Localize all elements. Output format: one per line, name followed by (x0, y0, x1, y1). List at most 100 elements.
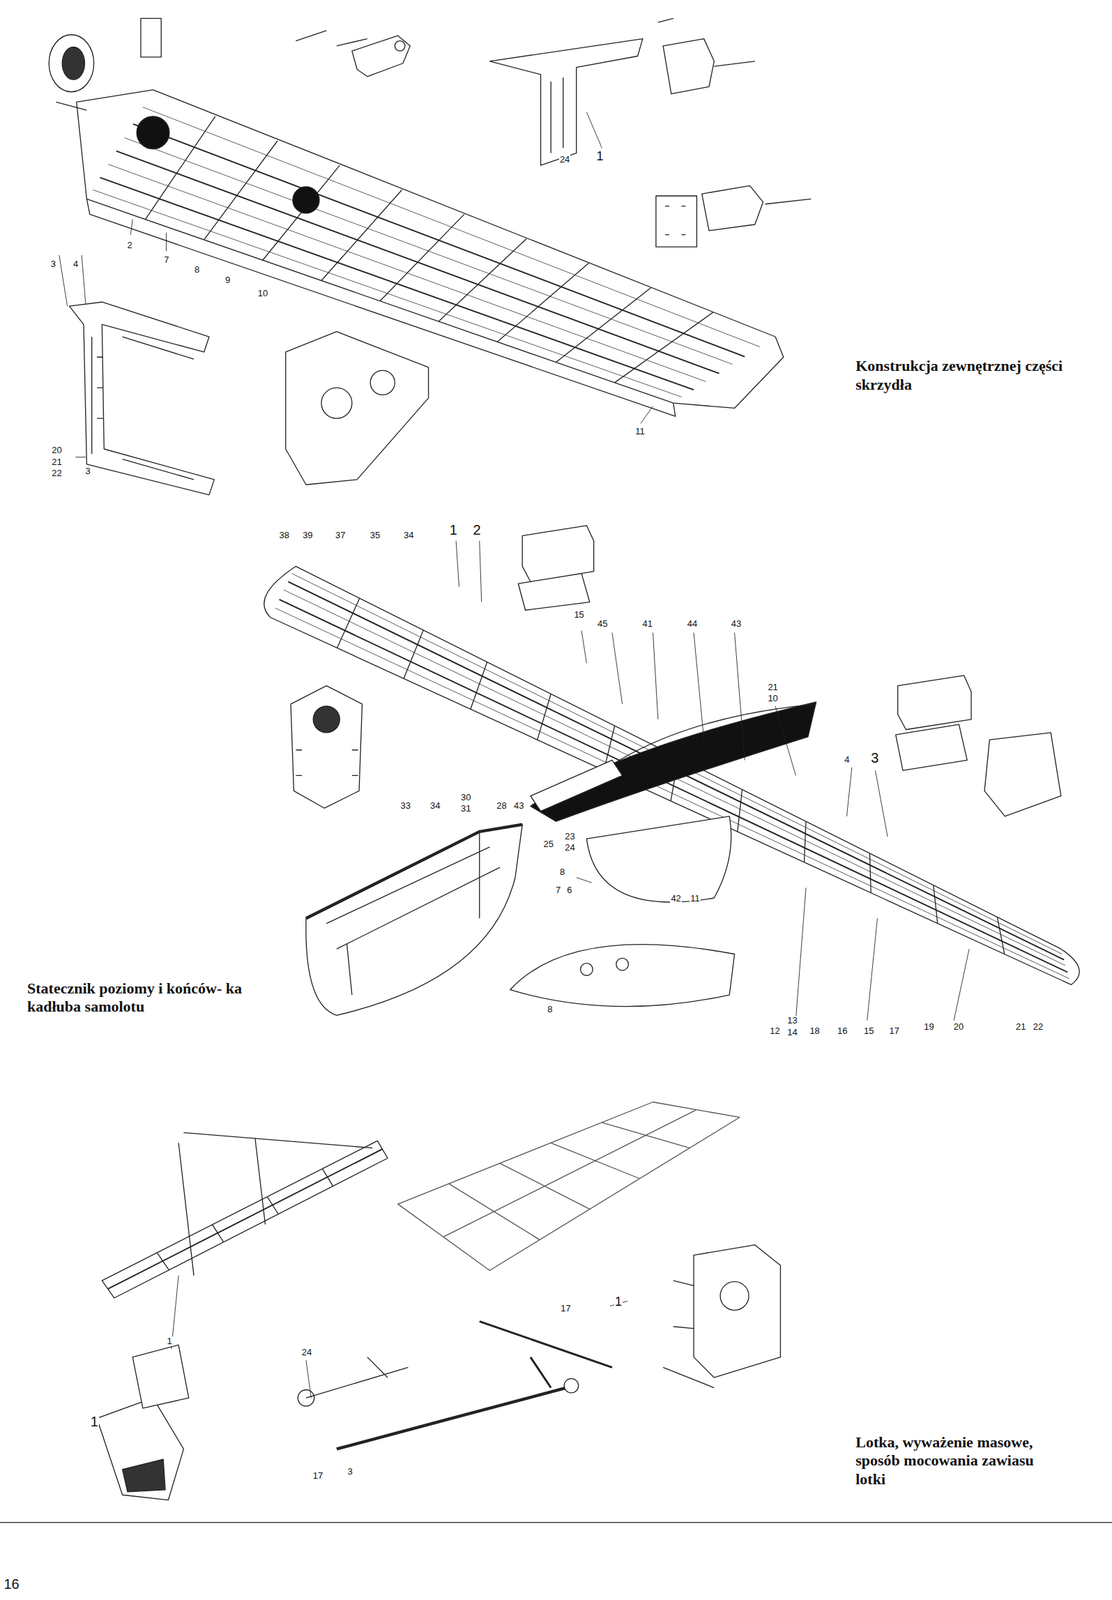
root-flange (48, 34, 94, 93)
callout-number: 20 (50, 445, 63, 456)
callout-number: 24 (559, 154, 571, 165)
callout-number: 17 (888, 1026, 901, 1037)
hinge-bracket (702, 185, 764, 231)
callout-number: 2 (126, 240, 133, 251)
callout-number: 38 (278, 530, 290, 541)
callout-number: 24 (564, 842, 576, 853)
rib-section (285, 331, 429, 486)
callout-number: 21 (1015, 1022, 1027, 1032)
rod-end (564, 1378, 578, 1393)
callout-number: 41 (641, 619, 653, 629)
pushrod (336, 1388, 567, 1450)
fitting-bracket (352, 35, 410, 77)
callout-number: 1 (166, 1336, 173, 1347)
hinge-bracket (693, 1245, 781, 1378)
callout-number: 21 (766, 682, 779, 693)
pushrod (479, 1321, 613, 1388)
hinge-fitting (663, 39, 714, 95)
callout-number: 22 (1032, 1022, 1044, 1032)
lightening-hole (321, 387, 353, 419)
callout-number: 15 (573, 610, 585, 620)
callout-number: 39 (301, 530, 314, 541)
wing-hole (136, 116, 170, 150)
figure-caption: Lotka, wyważenie masowe, sposób mocowani… (854, 1433, 1066, 1489)
callout-number: 11 (634, 426, 646, 437)
lightening-hole (370, 370, 395, 395)
callout-number: 11 (689, 893, 701, 904)
callout-number: 3 (347, 1466, 354, 1477)
callout-number: 22 (50, 468, 63, 479)
bracket-block (518, 525, 594, 611)
callout-number: 8 (559, 867, 566, 878)
callout-number: 12 (768, 1026, 781, 1037)
callout-number: 15 (863, 1026, 875, 1037)
callout-number: 25 (542, 839, 554, 850)
mass-balance (96, 1397, 184, 1500)
hinge-block (290, 686, 362, 809)
callout-number: 2 (472, 522, 482, 538)
callout-number: 10 (257, 288, 269, 299)
mass-balance-weight (122, 1459, 166, 1492)
aileron (101, 1140, 388, 1298)
callout-number: 4 (72, 259, 79, 270)
callout-number: 20 (953, 1022, 965, 1032)
wing-panel-ribs (444, 1109, 696, 1240)
callout-number: 7 (163, 255, 170, 265)
callout-number: 13 (786, 1015, 798, 1026)
bolt (764, 198, 811, 204)
callout-number: 23 (564, 831, 576, 842)
bolt (55, 30, 367, 111)
callout-number: 8 (546, 1004, 553, 1015)
callout-number: 43 (730, 619, 742, 629)
fairing-hole (616, 957, 629, 971)
callout-number: 31 (460, 803, 472, 814)
bracket-block (895, 675, 972, 771)
callout-number: 7 (554, 885, 562, 896)
page-number: 16 (2, 1576, 20, 1592)
callout-number: 30 (460, 792, 472, 803)
callout-number: 3 (50, 259, 57, 270)
figure-caption: Konstrukcja zewnętrznej części skrzydła (854, 356, 1066, 394)
callout-number: 21 (50, 457, 63, 468)
callout-number: 17 (559, 1303, 571, 1314)
callout-number: 10 (766, 693, 779, 704)
fitting (140, 18, 162, 58)
callout-number: 18 (808, 1026, 820, 1037)
bushing (394, 41, 406, 52)
spar-end-fitting (69, 301, 215, 495)
callout-number: 33 (400, 801, 412, 811)
hinge-bore (313, 706, 340, 733)
leader-line (171, 1275, 628, 1399)
callout-number: 3 (870, 750, 880, 766)
tail-cone-lower (586, 816, 731, 903)
hinge-parts (663, 1280, 714, 1389)
callout-number: 14 (786, 1027, 798, 1038)
callout-number: 28 (495, 801, 507, 811)
hinge-arm (178, 1132, 373, 1276)
tail-cone (530, 702, 817, 822)
callout-number: 43 (513, 801, 525, 811)
callout-number: 1 (614, 1295, 623, 1310)
callout-number: 45 (596, 619, 608, 629)
balance-arm (132, 1344, 189, 1409)
spar-cap-detail (550, 77, 564, 153)
fuselage-end-detail (326, 831, 500, 995)
wing-hole (292, 186, 320, 214)
callout-number: 42 (669, 893, 682, 904)
wing-panel (398, 1102, 740, 1271)
wing-outline (76, 89, 784, 409)
callout-number: 19 (923, 1022, 935, 1032)
callout-number: 16 (836, 1026, 848, 1037)
callout-number: 34 (429, 801, 441, 811)
spar-cap-fitting (489, 39, 643, 166)
wing-stringers (92, 107, 760, 398)
wing-ribs (145, 116, 714, 383)
hinge-bore (720, 1281, 749, 1310)
callout-number: 17 (312, 1471, 324, 1481)
page-rule (0, 1521, 1112, 1523)
hinge-block-bolts (295, 750, 358, 776)
trim-tab (530, 759, 623, 811)
callout-number: 35 (369, 530, 381, 541)
